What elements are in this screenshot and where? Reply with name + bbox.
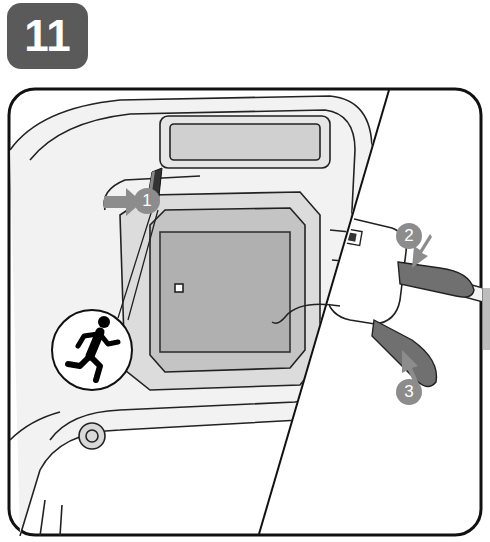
panel-frame [9,89,481,535]
step-number: 11 [24,11,71,61]
step-badge: 11 [7,3,88,69]
callout-number: 3 [396,379,422,405]
icon-circle [52,310,132,390]
callout-number: 2 [396,223,422,249]
page-tab [483,288,490,350]
running-man-icon [68,316,118,380]
cable [272,304,340,323]
console-drawing [10,96,372,536]
callout-number: 2 [404,226,413,246]
callout-number: 3 [404,382,413,402]
callout-number: 1 [142,191,151,211]
callout-number: 1 [134,188,160,214]
leader-line [118,210,158,320]
handle-drawing [300,218,490,387]
